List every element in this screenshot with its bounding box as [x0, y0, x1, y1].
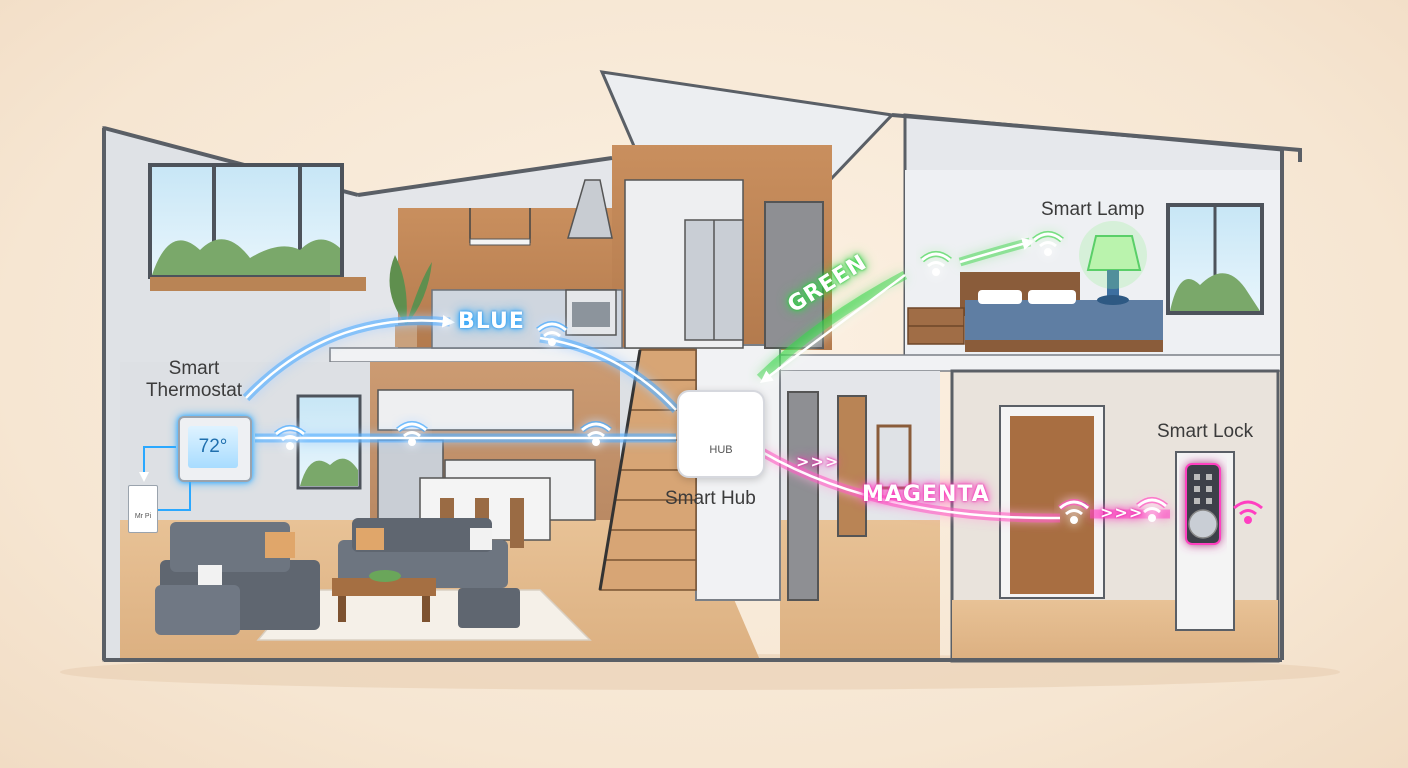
wifi-icon [1058, 499, 1090, 524]
smart-hub-device: HUB [677, 390, 765, 478]
window-icon [1166, 203, 1264, 315]
lamp-icon [1079, 221, 1147, 305]
wall-plate: Mr Pi [128, 485, 158, 533]
blue-signal-path [242, 315, 680, 443]
wall-plate-text: Mr Pi [134, 513, 152, 520]
wifi-icon [396, 421, 428, 446]
kitchen-upper [389, 179, 824, 349]
thermostat-icon: 72° [178, 416, 252, 482]
thermostat-screen: 72° [188, 426, 238, 468]
wifi-icon [1233, 500, 1263, 524]
wifi-icon [536, 321, 568, 346]
thermostat-link [139, 446, 191, 511]
green-signal-path [756, 237, 1035, 383]
thermostat-label-line1: Smart [168, 358, 220, 379]
bedroom [907, 272, 1163, 352]
wifi-icon [274, 425, 306, 450]
sofa-icon [155, 522, 320, 635]
magenta-signal-label: MAGENTA [862, 482, 990, 507]
wifi-icon [1032, 231, 1064, 256]
keypad-lock-icon [1175, 451, 1235, 631]
hub-badge: HUB [709, 444, 733, 456]
hub-label: Smart Hub [665, 488, 756, 509]
ground-shadow [60, 654, 1340, 690]
thermostat-label: Smart Thermostat [134, 358, 254, 402]
window-icon [148, 163, 366, 291]
kitchen-lower [377, 389, 596, 548]
lamp-label: Smart Lamp [1041, 199, 1145, 220]
magenta-signal-path [759, 448, 1170, 523]
hallway-doors [787, 391, 912, 601]
magenta-chevrons-right: >>> [1100, 503, 1144, 522]
lock-label: Smart Lock [1157, 421, 1254, 442]
thermostat-reading: 72° [198, 436, 228, 457]
ottoman [458, 588, 520, 628]
thermostat-label-line2: Thermostat [145, 380, 243, 401]
blue-signal-label: BLUE [458, 309, 525, 334]
magenta-chevrons: >>> [796, 452, 840, 471]
wifi-icon [920, 251, 952, 276]
sofa-icon [338, 518, 508, 588]
front-door [999, 405, 1105, 599]
coffee-table [332, 570, 436, 622]
wifi-icon [1136, 497, 1168, 522]
wifi-icon [580, 421, 612, 446]
